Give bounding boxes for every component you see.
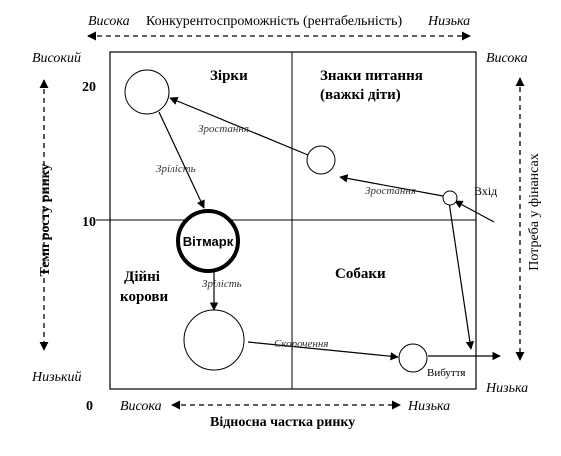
matrix-frame xyxy=(96,51,477,390)
left-axis: Високий Темп росту ринку Низький 20 10 0 xyxy=(31,51,96,414)
tick-label-0: 0 xyxy=(86,399,93,414)
arrow-label-maturity-1: Зрілість xyxy=(156,163,196,175)
quadrant-cows-label-line1: Дійні xyxy=(124,269,160,285)
left-axis-title: Темп росту ринку xyxy=(38,163,53,276)
quadrant-question-label-line1: Знаки питання xyxy=(320,68,423,84)
right-axis-top-label: Висока xyxy=(486,51,528,66)
circle-question-new xyxy=(442,190,458,206)
quadrant-question-label-line2: (важкі діти) xyxy=(320,87,401,103)
left-axis-bottom-label: Низький xyxy=(31,370,82,385)
circle-cash-cow xyxy=(183,309,245,371)
flow-arrows xyxy=(158,97,501,361)
circle-star xyxy=(124,69,170,115)
arrow-label-growth-2: Зростання xyxy=(365,185,416,197)
right-axis-bottom-label: Низька xyxy=(485,381,528,396)
top-axis-right-label: Низька xyxy=(427,14,470,29)
quadrant-labels: Зірки Знаки питання (важкі діти) Дійні к… xyxy=(120,68,423,305)
quadrant-dogs-label: Собаки xyxy=(335,266,386,282)
top-axis-title: Конкурентоспроможність (рентабельність) xyxy=(146,14,402,29)
circle-question-growing xyxy=(306,145,336,175)
arrow-label-decline: Скорочення xyxy=(274,338,328,350)
arrow-label-maturity-2: Зрілість xyxy=(202,278,242,290)
right-axis-title: Потреба у фінансах xyxy=(527,153,542,271)
left-axis-top-label: Високий xyxy=(32,51,81,66)
circle-vitmark-highlight xyxy=(176,209,240,273)
bottom-axis-left-label: Висока xyxy=(120,399,162,414)
arrow-growth-2 xyxy=(339,174,444,197)
arrow-question-to-exit xyxy=(448,201,475,350)
circle-dog xyxy=(398,343,428,373)
arrow-label-exit: Вибуття xyxy=(427,367,465,379)
bottom-axis-right-label: Низька xyxy=(407,399,450,414)
arrow-entry xyxy=(454,200,495,223)
arrow-decline xyxy=(247,341,399,361)
top-axis: Висока Конкурентоспроможність (рентабель… xyxy=(87,14,471,41)
arrow-labels: Зростання Зростання Зрілість Зрілість Ск… xyxy=(156,123,497,379)
tick-label-20: 20 xyxy=(82,80,96,95)
right-axis: Висока Потреба у фінансах Низька xyxy=(485,51,542,396)
vitmark-label: Вітмарк xyxy=(183,234,234,249)
quadrant-cows-label-line2: корови xyxy=(120,289,169,305)
arrow-maturity-1 xyxy=(158,111,205,209)
product-circles: Вітмарк xyxy=(124,69,458,373)
bottom-axis: Висока Низька Відносна частка ринку xyxy=(120,399,450,430)
quadrant-stars-label: Зірки xyxy=(210,68,248,84)
arrow-label-entry: Вхід xyxy=(474,184,497,198)
tick-label-10: 10 xyxy=(82,215,96,230)
bottom-axis-title: Відносна частка ринку xyxy=(210,415,355,430)
arrow-label-growth-1: Зростання xyxy=(198,123,249,135)
top-axis-left-label: Висока xyxy=(88,14,130,29)
arrow-growth-1 xyxy=(169,97,309,156)
